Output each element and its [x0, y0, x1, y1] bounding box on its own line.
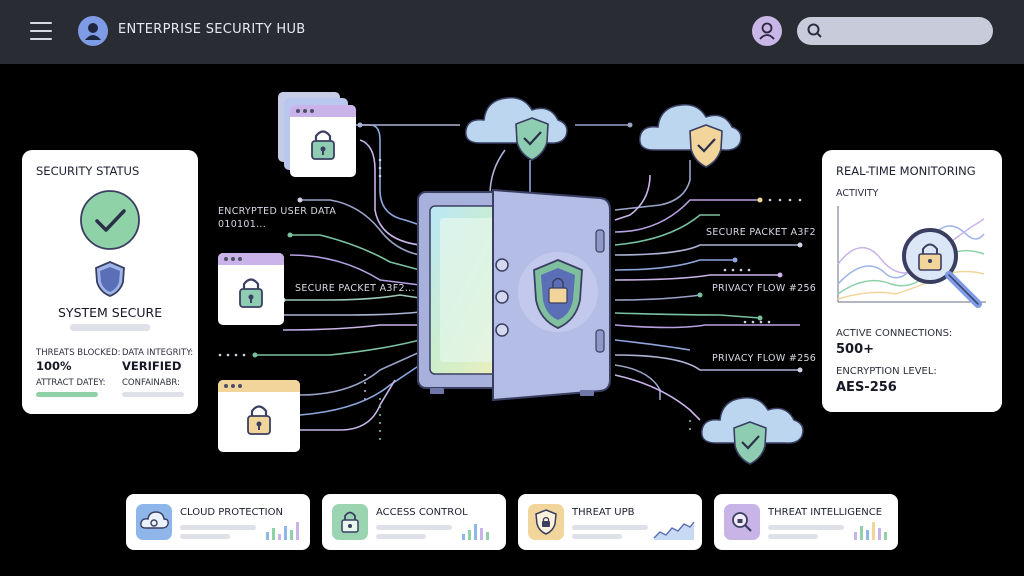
data-integrity-value: VERIFIED — [122, 359, 182, 373]
feature-card-threat-intelligence[interactable]: THREAT INTELLIGENCE — [714, 494, 898, 550]
encryption-level-label: ENCRYPTION LEVEL: — [836, 366, 937, 377]
security-status-card: SECURITY STATUS SYSTEM SECURE THREATS BL… — [22, 150, 198, 414]
menu-icon[interactable] — [30, 22, 52, 40]
data-integrity-label: DATA INTEGRITY: — [122, 348, 194, 358]
flow-label: 010101... — [218, 219, 267, 230]
cloud-shield-icon — [639, 104, 742, 168]
magnifier-icon — [724, 504, 760, 540]
feature-label: THREAT INTELLIGENCE — [768, 507, 883, 518]
threats-blocked-value: 100% — [36, 359, 72, 373]
encryption-level-value: AES-256 — [836, 380, 897, 395]
search-input[interactable] — [797, 17, 993, 45]
extra-label: ATTRACT DATEY: — [36, 378, 106, 388]
card-title: REAL-TIME MONITORING — [836, 164, 976, 178]
mini-bar-chart — [462, 524, 489, 540]
flow-label: PRIVACY FLOW #256 — [712, 283, 817, 294]
flow-label: ENCRYPTED USER DATA — [218, 206, 337, 217]
feature-bar — [180, 525, 256, 530]
profile-avatar-icon[interactable] — [752, 16, 782, 46]
cloud-icon — [136, 504, 172, 540]
activity-label: ACTIVITY — [836, 188, 879, 199]
secure-file-window — [290, 105, 356, 177]
feature-bar — [768, 525, 844, 530]
cloud-shield-icon — [465, 97, 568, 161]
shield-lock-icon — [528, 504, 564, 540]
feature-bar — [768, 534, 818, 539]
feature-bar — [376, 534, 426, 539]
progress-bar — [122, 392, 184, 397]
secure-file-window — [218, 380, 300, 452]
lock-icon — [247, 405, 271, 435]
mini-area-chart — [653, 521, 695, 540]
shield-icon — [95, 261, 125, 297]
flow-label: PRIVACY FLOW #256 — [712, 353, 817, 364]
search-icon — [807, 23, 822, 38]
feature-card-access-control[interactable]: ACCESS CONTROL — [322, 494, 506, 550]
mini-bar-chart — [266, 522, 299, 540]
active-connections-label: ACTIVE CONNECTIONS: — [836, 328, 953, 339]
feature-label: THREAT UPB — [572, 507, 635, 518]
system-status-text: SYSTEM SECURE — [58, 305, 163, 320]
lock-icon — [239, 278, 263, 308]
feature-bar — [572, 534, 622, 539]
top-bar: ENTERPRISE SECURITY HUB — [0, 0, 1024, 64]
feature-bar — [180, 534, 230, 539]
secure-file-window — [218, 253, 284, 325]
card-title: SECURITY STATUS — [36, 164, 140, 178]
extra-label: CONFAINABR: — [122, 378, 180, 388]
feature-bar — [376, 525, 452, 530]
active-connections-value: 500+ — [836, 342, 875, 357]
flow-label: SECURE PACKET A3F2 — [706, 227, 816, 238]
flow-label: SECURE PACKET A3F2... — [295, 283, 415, 294]
vault-illustration — [417, 188, 611, 402]
feature-label: ACCESS CONTROL — [376, 507, 468, 518]
feature-card-threat-upb[interactable]: THREAT UPB — [518, 494, 702, 550]
check-circle-icon — [80, 190, 140, 250]
feature-bar — [572, 525, 648, 530]
mini-bar-chart — [854, 522, 887, 540]
brand-user-icon — [78, 16, 108, 46]
progress-bar — [36, 392, 98, 397]
cloud-shield-icon — [701, 397, 804, 465]
status-bar — [70, 324, 150, 331]
feature-card-cloud-protection[interactable]: CLOUD PROTECTION — [126, 494, 310, 550]
magnifier-lock-icon — [902, 228, 982, 308]
lock-icon — [332, 504, 368, 540]
feature-label: CLOUD PROTECTION — [180, 507, 283, 518]
activity-chart — [837, 206, 986, 303]
app-title: ENTERPRISE SECURITY HUB — [118, 22, 306, 37]
threats-blocked-label: THREATS BLOCKED: — [36, 348, 121, 358]
lock-icon — [311, 130, 335, 160]
real-time-monitoring-card: REAL-TIME MONITORING ACTIVITY ACTIVE CON… — [822, 150, 1002, 412]
